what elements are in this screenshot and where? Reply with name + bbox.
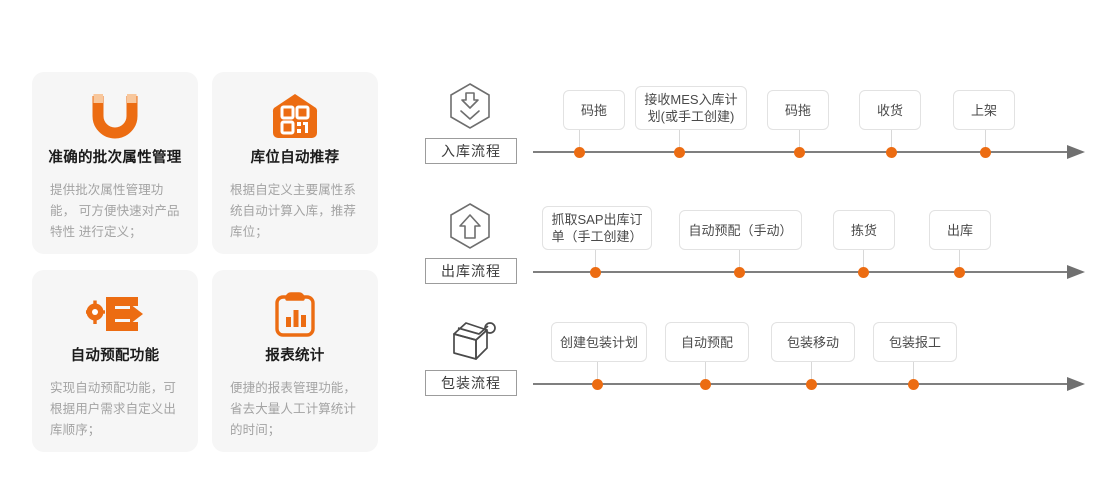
flow-node-box[interactable]: 抓取SAP出库订 单（手工创建） [542,206,652,250]
card-description: 提供批次属性管理功能， 可方便快速对产品特性 进行定义； [50,183,180,239]
flow-node-box[interactable]: 出库 [929,210,991,250]
flow-track: 抓取SAP出库订 单（手工创建） 自动预配（手动） 拣货出库 [533,198,1085,302]
report-chart-icon [274,286,316,342]
flow-node-connector [679,130,680,152]
flow-milestone-dot[interactable] [907,378,919,390]
card-title: 库位自动推荐 [250,150,340,166]
flow-node-connector [891,130,892,152]
feature-card-grid: 准确的批次属性管理 提供批次属性管理功能， 可方便快速对产品特性 进行定义； 库… [32,72,388,462]
flow-label: 出库流程 [425,258,517,284]
flow-milestone-dot[interactable] [885,146,897,158]
flow-label: 入库流程 [425,138,517,164]
card-title: 准确的批次属性管理 [48,150,182,166]
flow-node-connector [597,362,598,384]
flow-header: 包装流程 [425,310,525,414]
hexagon-arrow-up-icon [433,200,507,256]
flow-node-connector [739,250,740,272]
flow-node-box[interactable]: 创建包装计划 [551,322,647,362]
flow-node-connector [705,362,706,384]
flow-node-box[interactable]: 上架 [953,90,1015,130]
flow-milestone-dot[interactable] [793,146,805,158]
flow-track: 码拖接收MES入库计 划(或手工创建)码拖收货上架 [533,78,1085,182]
flow-node-box[interactable]: 收货 [859,90,921,130]
card-title: 报表统计 [265,348,325,364]
flow-row-packaging: 包装流程 创建包装计划自动预配包装移动包装报工 [425,310,1085,420]
flow-node-connector [985,130,986,152]
flow-node-connector [799,130,800,152]
magnet-icon [92,88,138,144]
flow-row-outbound: 出库流程 抓取SAP出库订 单（手工创建） 自动预配（手动） 拣货出库 [425,198,1085,308]
flow-header: 入库流程 [425,78,525,182]
flow-node-connector [811,362,812,384]
flow-node-box[interactable]: 包装移动 [771,322,855,362]
process-flow-panel: 入库流程 码拖接收MES入库计 划(或手工创建)码拖收货上架 出库流程 [425,78,1085,433]
feature-card-batch-attributes[interactable]: 准确的批次属性管理 提供批次属性管理功能， 可方便快速对产品特性 进行定义； [32,72,198,254]
flow-milestone-dot[interactable] [805,378,817,390]
flow-track: 创建包装计划自动预配包装移动包装报工 [533,310,1085,414]
feature-card-auto-allocation[interactable]: 自动预配功能 实现自动预配功能，可 根据用户需求自定义出 库顺序； [32,270,198,452]
flow-node-box[interactable]: 拣货 [833,210,895,250]
flow-label: 包装流程 [425,370,517,396]
flow-row-inbound: 入库流程 码拖接收MES入库计 划(或手工创建)码拖收货上架 [425,78,1085,188]
flow-node-connector [863,250,864,272]
flow-node-box[interactable]: 包装报工 [873,322,957,362]
flow-header: 出库流程 [425,198,525,302]
flow-node-connector [579,130,580,152]
card-description: 根据自定义主要属性系 统自动计算入库，推荐 库位； [230,183,357,239]
timeline-axis [533,265,1085,279]
flow-milestone-dot[interactable] [953,266,965,278]
flow-milestone-dot[interactable] [857,266,869,278]
flow-milestone-dot[interactable] [591,378,603,390]
timeline-axis [533,377,1085,391]
card-title: 自动预配功能 [70,348,160,364]
warehouse-qr-icon [272,88,318,144]
card-description: 实现自动预配功能，可 根据用户需求自定义出 库顺序； [50,381,177,437]
flow-node-box[interactable]: 自动预配 [665,322,749,362]
open-box-icon [433,312,507,368]
feature-card-report-statistics[interactable]: 报表统计 便捷的报表管理功能， 省去大量人工计算统计 的时间； [212,270,378,452]
flow-node-box[interactable]: 接收MES入库计 划(或手工创建) [635,86,747,130]
flow-node-connector [913,362,914,384]
flow-milestone-dot[interactable] [699,378,711,390]
flow-milestone-dot[interactable] [673,146,685,158]
feature-card-location-recommend[interactable]: 库位自动推荐 根据自定义主要属性系 统自动计算入库，推荐 库位； [212,72,378,254]
flow-node-box[interactable]: 码拖 [563,90,625,130]
flow-milestone-dot[interactable] [573,146,585,158]
flow-milestone-dot[interactable] [733,266,745,278]
flow-node-box[interactable]: 码拖 [767,90,829,130]
card-description: 便捷的报表管理功能， 省去大量人工计算统计 的时间； [230,381,357,437]
flow-milestone-dot[interactable] [589,266,601,278]
flow-node-connector [595,250,596,272]
flow-node-box[interactable]: 自动预配（手动） [679,210,802,250]
flow-node-connector [959,250,960,272]
flow-milestone-dot[interactable] [979,146,991,158]
auto-allocate-icon [86,286,144,342]
hexagon-arrow-down-icon [433,80,507,136]
